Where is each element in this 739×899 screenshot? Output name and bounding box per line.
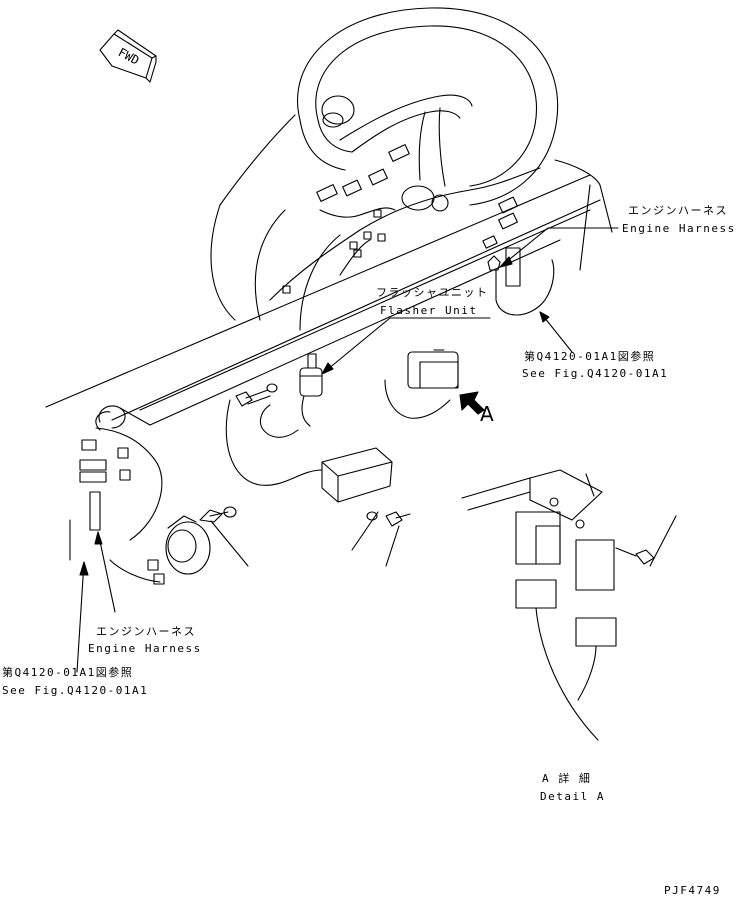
left-harness [69,411,165,585]
see-fig-left-jp: 第Q4120-01A1図参照 [2,666,134,679]
cross-tube [45,174,601,429]
see-fig-left-en: See Fig.Q4120-01A1 [2,684,149,697]
leader-lines [76,227,677,673]
engine-harness-top-jp: エンジンハーネス [628,204,728,217]
fwd-arrow-icon [99,29,157,83]
engine-harness-left-jp: エンジンハーネス [96,625,196,638]
detail-a-en: Detail A [540,790,605,803]
view-a-label: A [480,402,494,426]
relay-box-a [384,349,459,419]
flasher-unit [259,353,323,438]
engine-harness-top-en: Engine Harness [622,222,736,235]
flasher-unit-en: Flasher Unit [380,304,478,317]
column-connectors [282,144,518,294]
right-harness-connector [487,247,555,316]
detail-a-view [461,469,655,741]
rotary-switch [165,506,237,575]
flasher-unit-jp: フラッシャユニット [376,286,489,299]
engine-harness-left-en: Engine Harness [88,642,202,655]
see-fig-right-en: See Fig.Q4120-01A1 [522,367,669,380]
steering-console [210,114,613,331]
drawing-number: PJF4749 [664,884,721,897]
detail-a-jp: A 詳 細 [542,772,592,785]
see-fig-right-jp: 第Q4120-01A1図参照 [524,350,656,363]
flasher-bolt [235,383,278,407]
control-unit [225,399,411,527]
steering-wheel [297,7,559,206]
view-a-arrow-icon [459,391,485,415]
